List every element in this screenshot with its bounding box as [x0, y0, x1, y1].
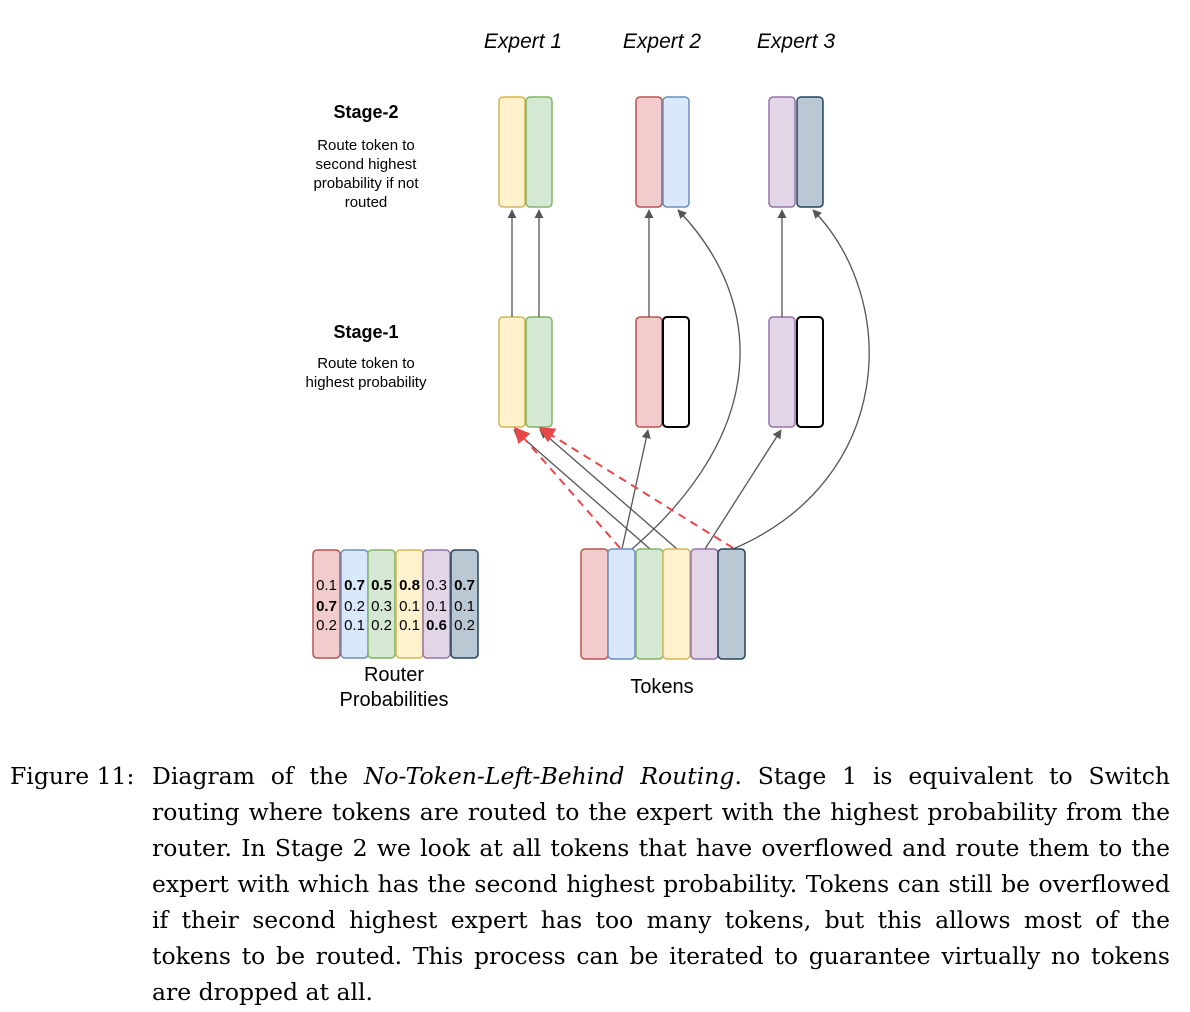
router-prob-value-c5-r3: 0.6	[426, 617, 447, 634]
router-prob-column-1	[312, 549, 341, 659]
stage1-title: Stage-1	[333, 322, 398, 342]
router-prob-column-5	[422, 549, 451, 659]
router-prob-value-c2-r1: 0.7	[344, 577, 365, 594]
stage1-desc-line-2: highest probability	[306, 374, 427, 391]
router-prob-value-c3-r3: 0.2	[371, 617, 392, 634]
token-5	[690, 548, 719, 660]
figure-caption: Figure 11: Diagram of the No-Token-Left-…	[10, 758, 1170, 1010]
tokens-group	[580, 548, 746, 660]
expert-label-1: Expert 1	[484, 30, 562, 53]
stage2-expert3-slot-2	[796, 96, 824, 208]
stage2-expert2-slot-2	[662, 96, 690, 208]
router-prob-value-c1-r2: 0.7	[316, 598, 337, 615]
router-prob-value-c1-r1: 0.1	[316, 577, 337, 594]
stage1-expert2-slot-2	[662, 316, 690, 428]
caption-text: . Stage 1 is equivalent to Switch routin…	[152, 762, 1170, 1006]
arrow-green-token-to-expert1	[513, 429, 651, 550]
token-1	[580, 548, 609, 660]
token-3	[635, 548, 664, 660]
dashed-arrow-blue-token-to-expert1	[513, 426, 621, 549]
stage2-title: Stage-2	[333, 102, 398, 122]
tokens-label: Tokens	[630, 676, 693, 698]
router-prob-value-c6-r1: 0.7	[454, 577, 475, 594]
router-prob-value-c6-r3: 0.2	[454, 617, 475, 634]
token-2	[607, 548, 636, 660]
router-probabilities-label-line-1: Router	[364, 664, 424, 686]
arrow-red-token-to-expert2	[621, 429, 651, 550]
token-to-stage1-arrows	[513, 429, 782, 550]
router-prob-value-c5-r1: 0.3	[426, 577, 447, 594]
router-prob-value-c3-r1: 0.5	[371, 577, 392, 594]
arrow-curve-blue-token-to-expert2	[631, 209, 741, 550]
router-prob-value-c4-r2: 0.1	[399, 598, 420, 615]
overflow-curve-arrows	[631, 209, 870, 550]
router-prob-value-c3-r2: 0.3	[371, 598, 392, 615]
expert-label-2: Expert 2	[623, 30, 702, 53]
token-4	[662, 548, 691, 660]
router-prob-value-c2-r3: 0.1	[344, 617, 365, 634]
token-6	[717, 548, 746, 660]
stage1-desc-line-1: Route token to	[317, 355, 415, 372]
stage2-desc-line-4: routed	[345, 194, 388, 211]
router-prob-value-c1-r3: 0.2	[316, 617, 337, 634]
router-prob-value-c2-r2: 0.2	[344, 598, 365, 615]
caption-prefix: Diagram of the	[152, 762, 364, 790]
router-probabilities-grid: 0.1 0.7 0.2 0.7 0.2 0.1 0.5 0.3 0.2 0.8 0.1 0.1 0.3 0…	[312, 549, 479, 659]
stage2-desc-line-3: probability if not	[313, 175, 419, 192]
arrow-curve-slate-token-to-expert3	[732, 209, 870, 550]
caption-label: Figure 11:	[10, 762, 135, 790]
router-prob-value-c4-r3: 0.1	[399, 617, 420, 634]
stage2-expert1-slot-2	[525, 96, 553, 208]
arrow-purple-token-to-expert3	[704, 429, 782, 550]
router-prob-value-c6-r2: 0.1	[454, 598, 475, 615]
stage2-desc-line-2: second highest	[316, 156, 418, 173]
router-prob-value-c5-r2: 0.1	[426, 598, 447, 615]
stage2-expert2-slot-1	[635, 96, 663, 208]
routing-diagram: Expert 1 Expert 2 Expert 3 Stage-2 Route…	[306, 30, 870, 711]
stage2-expert-slots	[498, 96, 824, 208]
stage1-expert3-slot-2	[796, 316, 824, 428]
stage1-to-stage2-arrows	[507, 209, 787, 317]
caption-body: Diagram of the No-Token-Left-Behind Rout…	[152, 758, 1170, 1010]
router-prob-column-6	[450, 549, 479, 659]
stage1-expert2-slot-1	[635, 316, 663, 428]
caption-emphasis: No-Token-Left-Behind Routing	[363, 762, 735, 790]
stage2-desc-line-1: Route token to	[317, 137, 415, 154]
arrow-yellow-token-to-expert1	[539, 429, 678, 550]
stage2-expert1-slot-1	[498, 96, 526, 208]
router-prob-value-c4-r1: 0.8	[399, 577, 420, 594]
stage1-expert1-slot-2	[525, 316, 553, 428]
expert-label-3: Expert 3	[757, 30, 836, 53]
router-prob-column-3	[367, 549, 396, 659]
dashed-arrow-slate-token-to-expert1	[538, 427, 734, 549]
stage2-expert3-slot-1	[768, 96, 796, 208]
stage1-expert-slots	[498, 316, 824, 428]
router-probabilities-label-line-2: Probabilities	[340, 689, 449, 711]
router-prob-values: 0.1 0.7 0.2 0.7 0.2 0.1 0.5 0.3 0.2 0.8 0.1 0.1 0.3 0…	[316, 577, 475, 634]
stage1-expert3-slot-1	[768, 316, 796, 428]
dropped-token-arrows	[513, 426, 734, 549]
stage1-expert1-slot-1	[498, 316, 526, 428]
